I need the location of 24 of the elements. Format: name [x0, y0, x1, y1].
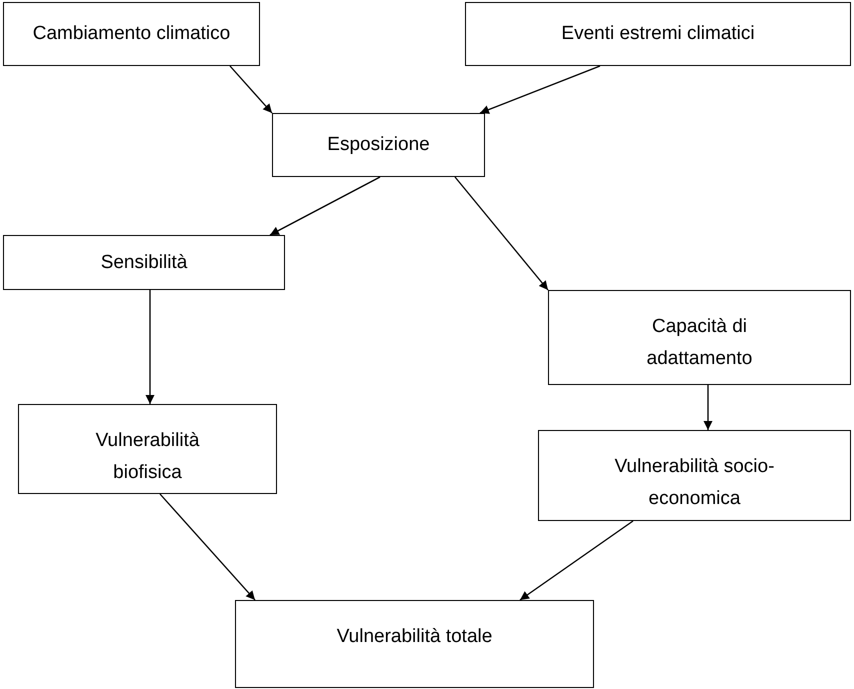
- node-label: Capacità di adattamento: [646, 315, 754, 371]
- arrow: [454, 176, 548, 290]
- arrow: [704, 385, 712, 430]
- arrow: [160, 494, 256, 600]
- arrow: [146, 290, 154, 404]
- process-box: [3, 235, 285, 290]
- arrow: [230, 66, 272, 114]
- process-box: [538, 430, 851, 521]
- node-label: Vulnerabilità biofisica: [94, 429, 200, 485]
- process-box: [18, 404, 277, 494]
- node-label: Sensibilità: [100, 250, 188, 274]
- node-label: Eventi estremi climatici: [561, 22, 755, 46]
- node-label: Vulnerabilità totale: [336, 625, 492, 649]
- arrow: [480, 65, 600, 114]
- process-box: [548, 290, 851, 385]
- node-label: Vulnerabilità socio-economica: [614, 455, 776, 511]
- process-box: [465, 2, 851, 66]
- node-label: Cambiamento climatico: [32, 22, 230, 46]
- process-box: [272, 113, 485, 177]
- node-label: Esposizione: [327, 133, 430, 157]
- arrow: [520, 520, 634, 601]
- process-box: [235, 600, 594, 688]
- arrow: [270, 176, 380, 236]
- process-box: [3, 2, 260, 66]
